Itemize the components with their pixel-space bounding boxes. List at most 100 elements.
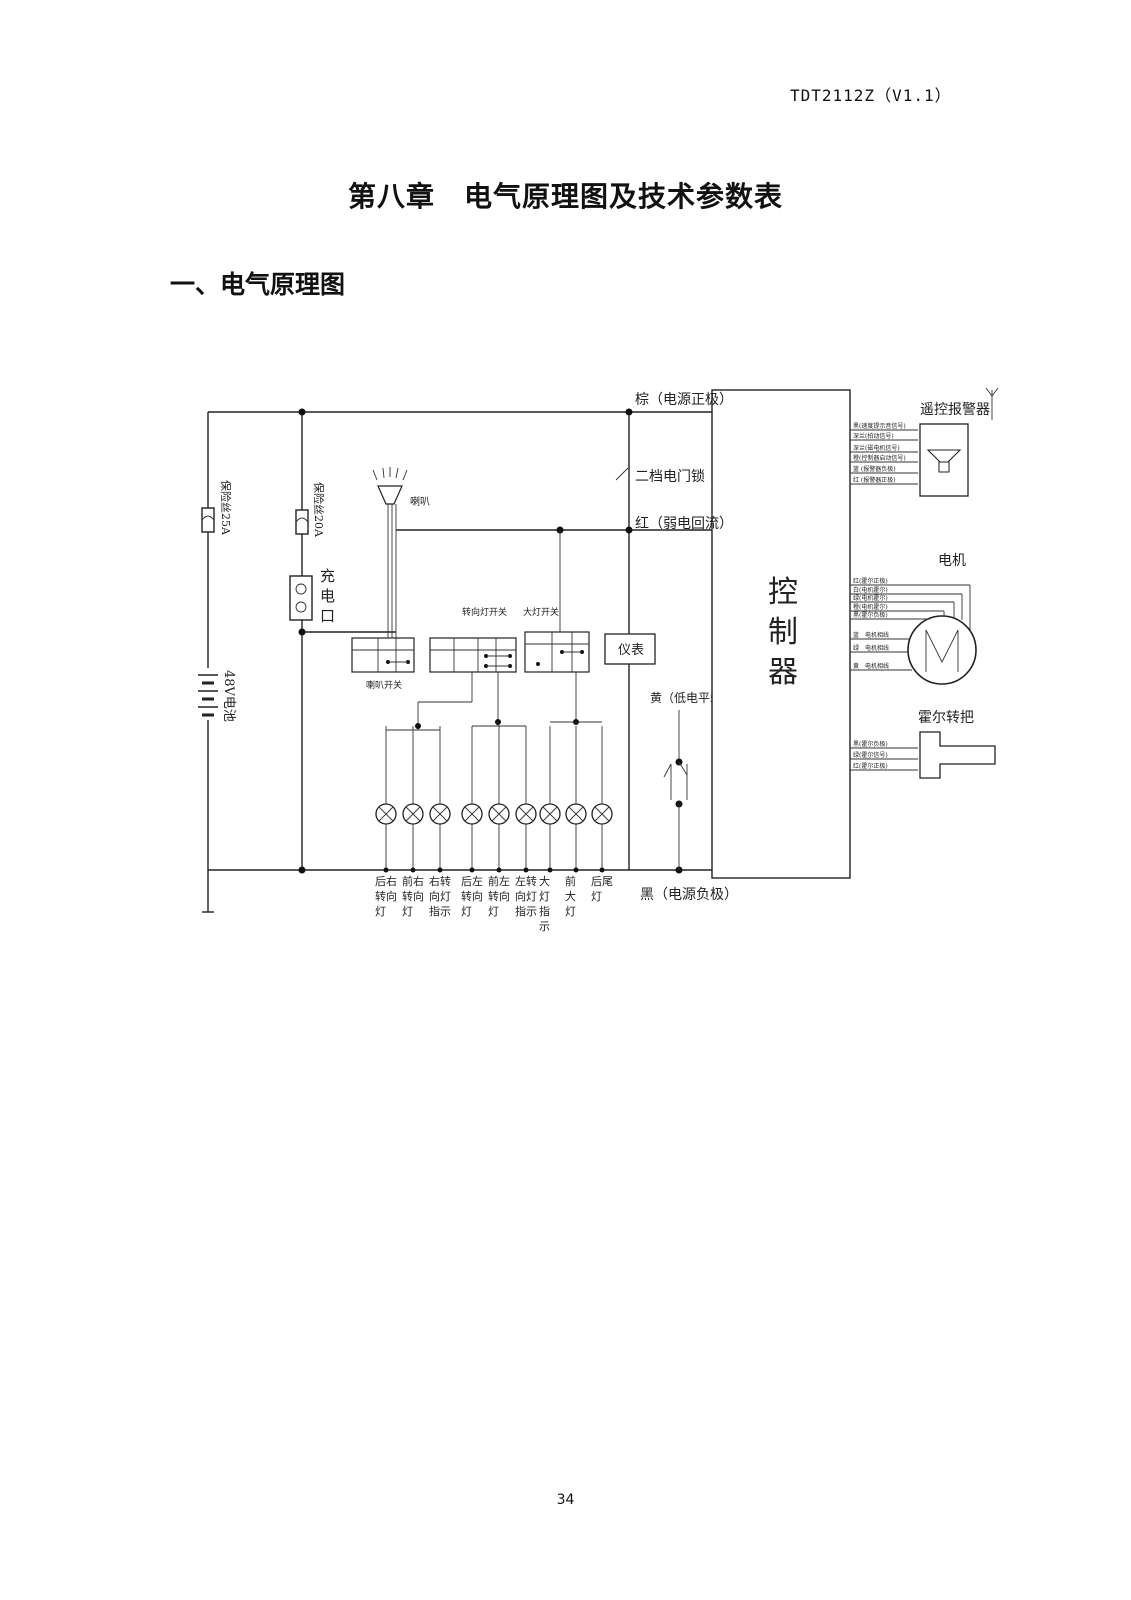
- motor-wire-label: 黑(霍尔负极): [853, 611, 888, 619]
- lamp-label: 后右: [375, 874, 397, 888]
- document-id: TDT2112Z（V1.1）: [790, 86, 952, 105]
- antenna-icon: [985, 387, 999, 420]
- lamp-label: 指: [539, 904, 550, 918]
- junction-dot: [383, 867, 389, 873]
- lamp-cross: [568, 806, 584, 822]
- junction-dot: [523, 867, 529, 873]
- controller-label: 控: [768, 575, 798, 610]
- throttle-wires: [850, 747, 918, 771]
- alarm-wire-label: 黑(速度提示音信号): [853, 422, 906, 430]
- battery-icon: [196, 668, 220, 720]
- junction-dot: [437, 867, 443, 873]
- meter-label: 仪表: [618, 643, 644, 658]
- battery-label: 48V电池: [221, 670, 236, 722]
- lamp-label: 灯: [539, 890, 550, 903]
- lamp-cross: [491, 806, 507, 822]
- electrical-schematic: 保险丝25A 保险丝20A 充 电 口 48V电池 喇叭: [196, 387, 999, 933]
- lamp-label: 指示: [429, 904, 451, 918]
- junction-dot: [573, 867, 579, 873]
- charge-port-label: 充: [320, 567, 335, 585]
- lamp-group: 后右转向灯前右转向灯右转向灯指示后左转向灯前左转向灯左转向灯指示大灯指示前大灯后…: [375, 726, 613, 933]
- junction-dot: [625, 526, 633, 534]
- power-positive-label: 棕（电源正极）: [635, 392, 733, 408]
- lamp-label: 前: [565, 874, 576, 888]
- headlight-switch-block: [524, 631, 590, 673]
- junction-dot: [496, 867, 502, 873]
- lamp-label: 指示: [515, 904, 537, 918]
- lamp-label: 向灯: [429, 889, 451, 903]
- throttle-wire-label: 绿(霍尔信号): [853, 751, 888, 759]
- lamp-label: 大: [539, 874, 550, 888]
- speaker-icon: [926, 449, 962, 473]
- fuse-symbol: [295, 509, 309, 535]
- lamp-label: 转向: [402, 889, 424, 903]
- throttle-icon: [919, 731, 996, 779]
- motor-wire-label: 绿(电机霍尔): [853, 594, 888, 602]
- lamp-cross: [378, 806, 394, 822]
- meter-box: [604, 633, 656, 665]
- junction-dot: [415, 723, 421, 729]
- junction-dot: [625, 408, 633, 416]
- alarm-wires: [850, 429, 918, 485]
- alarm-label: 遥控报警器: [920, 402, 990, 418]
- alarm-wire-label: 深兰(磁电机信号): [853, 444, 900, 452]
- lamp-label: 转向: [488, 889, 510, 903]
- motor-wire-label: 蓝 电机相线: [853, 631, 889, 639]
- lamp-label: 右转: [429, 874, 451, 888]
- horn-switch-label: 喇叭开关: [366, 679, 402, 691]
- lamp-cross: [542, 806, 558, 822]
- alarm-wire-label: 深兰(拍动信号): [853, 432, 894, 440]
- motor-wire-label: 红(霍尔正极): [853, 577, 888, 585]
- charge-port-icon: [289, 575, 313, 621]
- junction-dot: [298, 866, 306, 874]
- lamp-cross: [432, 806, 448, 822]
- horn-label: 喇叭: [410, 496, 430, 508]
- lamp-label: 大: [565, 889, 576, 903]
- motor-wire-label: 白(电机霍尔): [853, 586, 888, 594]
- lamp-wiring: [386, 672, 602, 731]
- fuse-symbol: [201, 507, 215, 533]
- motor-wire-label: 黄 电机相线: [853, 662, 889, 670]
- lamp-label: 后尾: [591, 875, 613, 888]
- motor-label: 电机: [938, 553, 966, 569]
- junction-dot: [298, 408, 306, 416]
- controller-label: 制: [768, 615, 798, 650]
- lamp-label: 灯: [461, 905, 472, 918]
- page-number: 34: [556, 1492, 575, 1508]
- turn-switch-label: 转向灯开关: [462, 606, 507, 618]
- lamp-label: 转向: [461, 889, 483, 903]
- junction-dot: [547, 867, 553, 873]
- lamp-label: 灯: [591, 890, 602, 903]
- lamp-label: 前左: [488, 874, 510, 888]
- alarm-wire-label: 蓝 (报警器负极): [853, 465, 896, 473]
- fuse-20a-label: 保险丝20A: [312, 482, 326, 538]
- junction-dot: [495, 719, 501, 725]
- lamp-label: 左转: [515, 874, 537, 888]
- chapter-title: 第八章 电气原理图及技术参数表: [347, 180, 783, 213]
- junction-dot: [573, 719, 579, 725]
- horn-switch-block: [351, 637, 415, 673]
- throttle-label: 霍尔转把: [918, 710, 974, 726]
- lamp-label: 灯: [402, 905, 413, 918]
- throttle-wire-label: 红(霍尔正极): [853, 762, 888, 770]
- controller-label: 器: [768, 655, 798, 690]
- horn-icon: [372, 467, 408, 638]
- junction-dot: [599, 867, 605, 873]
- lamp-label: 灯: [565, 905, 576, 918]
- lamp-cross: [518, 806, 534, 822]
- power-negative-label: 黑（电源负极）: [640, 887, 738, 903]
- charge-port-label: 电: [320, 587, 335, 605]
- controller-box: [711, 389, 851, 879]
- return-wire-label: 红（弱电回流）: [635, 516, 733, 532]
- ignition-lock-label: 二档电门锁: [635, 469, 705, 485]
- junction-dot: [298, 628, 306, 636]
- turn-switch-block: [429, 637, 517, 673]
- motor-wires: [850, 584, 971, 671]
- charge-port-label: 口: [320, 607, 335, 625]
- motor-wire-label: 橙(电机霍尔): [853, 603, 888, 611]
- lamp-label: 后左: [461, 875, 483, 888]
- junction-dot: [410, 867, 416, 873]
- lamp-label: 转向: [375, 889, 397, 903]
- section-title: 一、电气原理图: [170, 270, 346, 299]
- lamp-label: 灯: [375, 905, 386, 918]
